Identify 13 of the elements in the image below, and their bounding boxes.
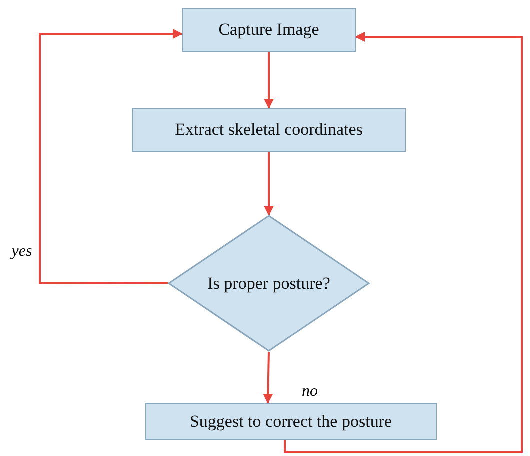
decision-diamond <box>168 215 370 352</box>
node-label: Extract skeletal coordinates <box>174 120 364 140</box>
process-box <box>132 108 406 152</box>
arrow <box>264 152 274 216</box>
node-label: Suggest to correct the posture <box>188 412 394 432</box>
process-box <box>182 8 356 52</box>
arrow <box>39 29 183 284</box>
node-label: Capture Image <box>218 20 320 40</box>
process-box <box>145 403 437 440</box>
arrow <box>284 32 523 453</box>
arrow <box>263 352 274 404</box>
node-label: Is proper posture? <box>206 274 332 294</box>
arrow <box>264 52 274 109</box>
